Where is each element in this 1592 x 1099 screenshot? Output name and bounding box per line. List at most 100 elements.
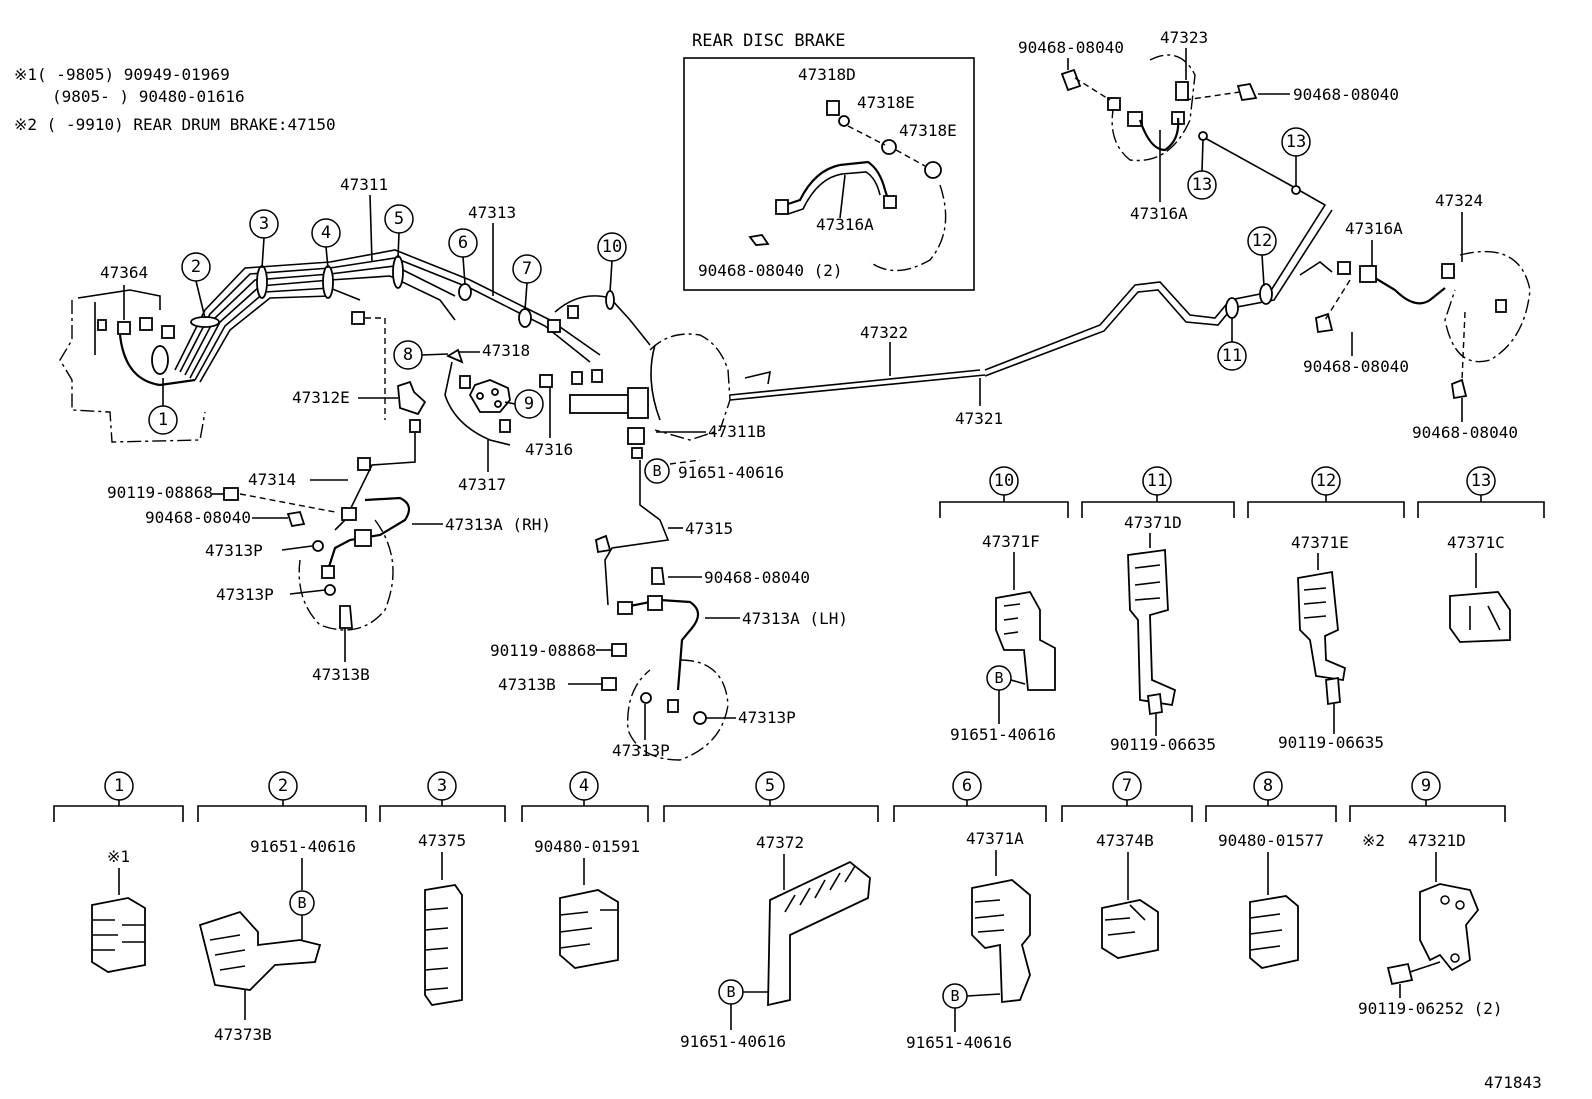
proportioning-valve — [444, 348, 511, 446]
label-47311B: 47311B — [708, 422, 766, 441]
inset-title: REAR DISC BRAKE — [692, 31, 846, 51]
label-47371C: 47371C — [1447, 533, 1505, 552]
master-cylinder-booster — [539, 290, 986, 459]
clamp1-num: 1 — [114, 776, 124, 796]
valve-port-1 — [1440, 895, 1450, 905]
label-90119-06252-2: 90119-06252 (2) — [1358, 999, 1503, 1018]
callout-1: 1 — [158, 410, 168, 430]
callout-13b: 13 — [1192, 175, 1212, 195]
callout-12: 12 — [1252, 231, 1272, 251]
callout-5: 5 — [394, 209, 404, 229]
diagram-number: 471843 — [1484, 1073, 1542, 1092]
rear-lines — [984, 54, 1531, 400]
callout-9: 9 — [524, 394, 534, 414]
label-47375: 47375 — [418, 831, 466, 850]
label-90468-08040-tl: 90468-08040 — [1018, 38, 1124, 57]
clamp10-num: 10 — [994, 471, 1014, 491]
label-47372: 47372 — [756, 833, 804, 852]
label-47312E: 47312E — [292, 388, 350, 407]
bolt-b-5: B — [726, 983, 735, 1001]
clamp13-num: 13 — [1471, 471, 1491, 491]
callout-4: 4 — [321, 223, 331, 243]
clamp4-num: 4 — [579, 776, 589, 796]
clamp-panel-right: 10 11 12 13 47371F B 91651-40616 47371D … — [939, 466, 1545, 754]
inset-label-47318D: 47318D — [798, 65, 856, 84]
label-90468-08040-b: 90468-08040 — [704, 568, 810, 587]
label-47311: 47311 — [340, 175, 388, 194]
bolt-b-2: B — [297, 894, 306, 912]
label-47374B: 47374B — [1096, 831, 1154, 850]
label-91651-40616-5: 91651-40616 — [680, 1032, 786, 1051]
brake-line-bundle — [174, 249, 603, 385]
label-90119-06635-11: 90119-06635 — [1110, 735, 1216, 754]
bolt-b-circle-main — [644, 458, 670, 484]
label-47373B: 47373B — [214, 1025, 272, 1044]
label-47324: 47324 — [1435, 191, 1483, 210]
callout-6: 6 — [458, 233, 468, 253]
label-x2: ※2 — [1362, 831, 1385, 850]
clamp12-num: 12 — [1316, 471, 1336, 491]
label-90468-08040-r2: 90468-08040 — [1412, 423, 1518, 442]
engine-outline — [59, 289, 206, 443]
label-47318: 47318 — [482, 341, 530, 360]
inset-brake-hose-drawing — [748, 100, 947, 272]
label-47321: 47321 — [955, 409, 1003, 428]
label-47313A-LH: 47313A (LH) — [742, 609, 848, 628]
label-90480-01591: 90480-01591 — [534, 837, 640, 856]
callout-8: 8 — [403, 345, 413, 365]
callout-7: 7 — [522, 259, 532, 279]
label-47313B-a: 47313B — [312, 665, 370, 684]
label-90119-08868-a: 90119-08868 — [107, 483, 213, 502]
label-47321D: 47321D — [1408, 831, 1466, 850]
front-lines — [223, 380, 729, 761]
label-47314: 47314 — [248, 470, 296, 489]
label-47313P-c: 47313P — [738, 708, 796, 727]
callout-3: 3 — [259, 214, 269, 234]
callout-11: 11 — [1222, 346, 1242, 366]
label-91651-40616: 91651-40616 — [678, 463, 784, 482]
label-47371F: 47371F — [982, 532, 1040, 551]
callout-2: 2 — [191, 257, 201, 277]
callout-13a: 13 — [1286, 132, 1306, 152]
clamp8-num: 8 — [1263, 776, 1273, 796]
clamp3-num: 3 — [437, 776, 447, 796]
label-47313B-b: 47313B — [498, 675, 556, 694]
callout-10: 10 — [602, 237, 622, 257]
label-47315: 47315 — [685, 519, 733, 538]
inset-label-47316A: 47316A — [816, 215, 874, 234]
label-47317: 47317 — [458, 475, 506, 494]
clamp2-num: 2 — [278, 776, 288, 796]
valve-port-3 — [1450, 953, 1460, 963]
note-1-line-b: (9805- ) 90480-01616 — [52, 87, 245, 106]
label-47313P-b: 47313P — [216, 585, 274, 604]
inset-label-90468-08040-2: 90468-08040 (2) — [698, 261, 843, 280]
label-47313: 47313 — [468, 203, 516, 222]
label-91651-40616-6: 91651-40616 — [906, 1033, 1012, 1052]
label-x1: ※1 — [107, 847, 130, 866]
clamp9-num: 9 — [1421, 776, 1431, 796]
label-90468-08040-a: 90468-08040 — [145, 508, 251, 527]
label-90119-08868-b: 90119-08868 — [490, 641, 596, 660]
bolt-b-6: B — [950, 987, 959, 1005]
clamp11-num: 11 — [1147, 471, 1167, 491]
clamp6-num: 6 — [962, 776, 972, 796]
clamp-panel-bottom: 1 2 3 4 5 6 7 8 9 ※1 91651-40616 B — [53, 771, 1506, 1052]
label-91651-40616-2: 91651-40616 — [250, 837, 356, 856]
label-47371E: 47371E — [1291, 533, 1349, 552]
label-47316A-r2: 47316A — [1345, 219, 1403, 238]
label-90480-01577: 90480-01577 — [1218, 831, 1324, 850]
bolt-b-main: B — [652, 462, 661, 480]
bolt-b-10: B — [994, 669, 1003, 687]
inset-frame — [683, 57, 975, 291]
inset-label-47318E-2: 47318E — [899, 121, 957, 140]
label-47371A: 47371A — [966, 829, 1024, 848]
label-47371D: 47371D — [1124, 513, 1182, 532]
valve-port-2 — [1455, 900, 1465, 910]
label-47316: 47316 — [525, 440, 573, 459]
label-47313P-a: 47313P — [205, 541, 263, 560]
clamp5-num: 5 — [765, 776, 775, 796]
label-90119-06635-12: 90119-06635 — [1278, 733, 1384, 752]
label-47322: 47322 — [860, 323, 908, 342]
label-47316A-r1: 47316A — [1130, 204, 1188, 223]
